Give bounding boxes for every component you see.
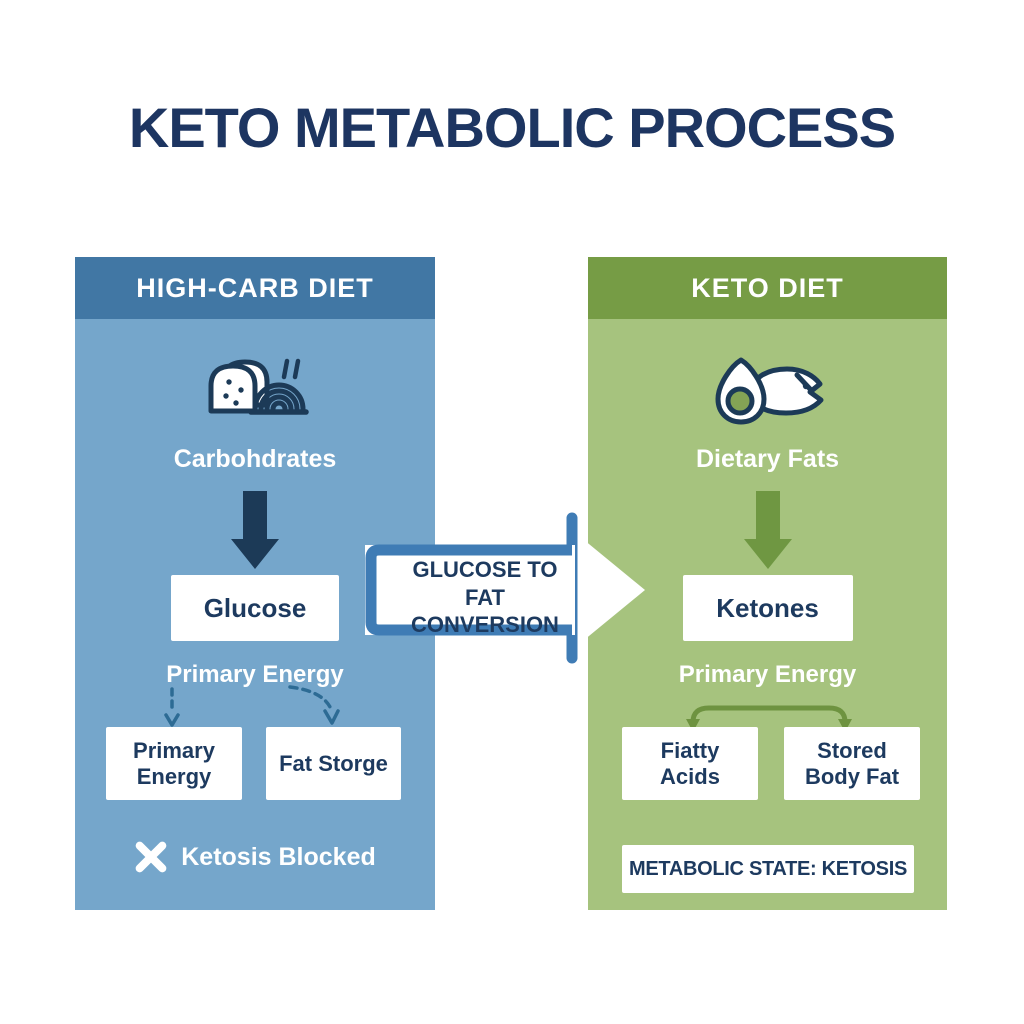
- avocado-fish-icon: [715, 357, 823, 425]
- primary-energy-pathway-label: Primary Energy: [678, 661, 857, 688]
- stored-body-fat-box-label: Stored Body Fat: [804, 738, 900, 789]
- ketones-box-label: Ketones: [716, 592, 819, 623]
- primary-energy-pathway-label: Primary Energy: [166, 661, 344, 688]
- keto-header-label: KETO DIET: [691, 272, 844, 303]
- branch-arrows-icon: [686, 705, 852, 732]
- conversion-label: GLUCOSE TO FAT CONVERSION: [392, 556, 578, 639]
- primary-energy-box-label: Primary Energy: [133, 738, 215, 789]
- page-title: KETO METABOLIC PROCESS: [128, 96, 896, 159]
- fat-storage-box-label: Fat Storge: [279, 750, 388, 776]
- ketosis-blocked-status: Ketosis Blocked: [75, 840, 435, 874]
- down-arrow-icon: [231, 491, 279, 569]
- highcarb-header-label: HIGH-CARB DIET: [136, 272, 374, 303]
- fatty-acids-box-label: Fiatty Acids: [660, 738, 720, 789]
- metabolic-state-label: METABOLIC STATE: KETOSIS: [629, 857, 907, 880]
- x-icon: [135, 841, 167, 873]
- glucose-box-label: Glucose: [203, 592, 307, 623]
- down-arrow-icon: [743, 491, 792, 569]
- primary-energy-box: Primary Energy: [106, 727, 242, 800]
- ketosis-blocked-label: Ketosis Blocked: [181, 842, 376, 871]
- glucose-box: Glucose: [171, 575, 339, 641]
- ketones-box: Ketones: [682, 575, 853, 641]
- keto-panel: KETO DIET Dietary Fats Ketones Primary E…: [588, 257, 947, 910]
- conversion-label-line2: CONVERSION: [411, 612, 559, 637]
- conversion-label-line1: GLUCOSE TO FAT: [412, 557, 558, 610]
- metabolic-state-box: METABOLIC STATE: KETOSIS: [622, 845, 914, 893]
- carbohydrates-label: Carbohdrates: [173, 445, 337, 473]
- stored-body-fat-box: Stored Body Fat: [784, 727, 920, 800]
- dashed-arrows-icon: [164, 685, 340, 727]
- fatty-acids-box: Fiatty Acids: [622, 727, 758, 800]
- fat-storage-box: Fat Storge: [266, 727, 401, 800]
- keto-panel-header: KETO DIET: [588, 257, 947, 319]
- conversion-arrow: [365, 512, 645, 664]
- bread-pasta-icon: [208, 358, 309, 415]
- dietary-fats-label: Dietary Fats: [695, 445, 840, 473]
- highcarb-panel-header: HIGH-CARB DIET: [75, 257, 435, 319]
